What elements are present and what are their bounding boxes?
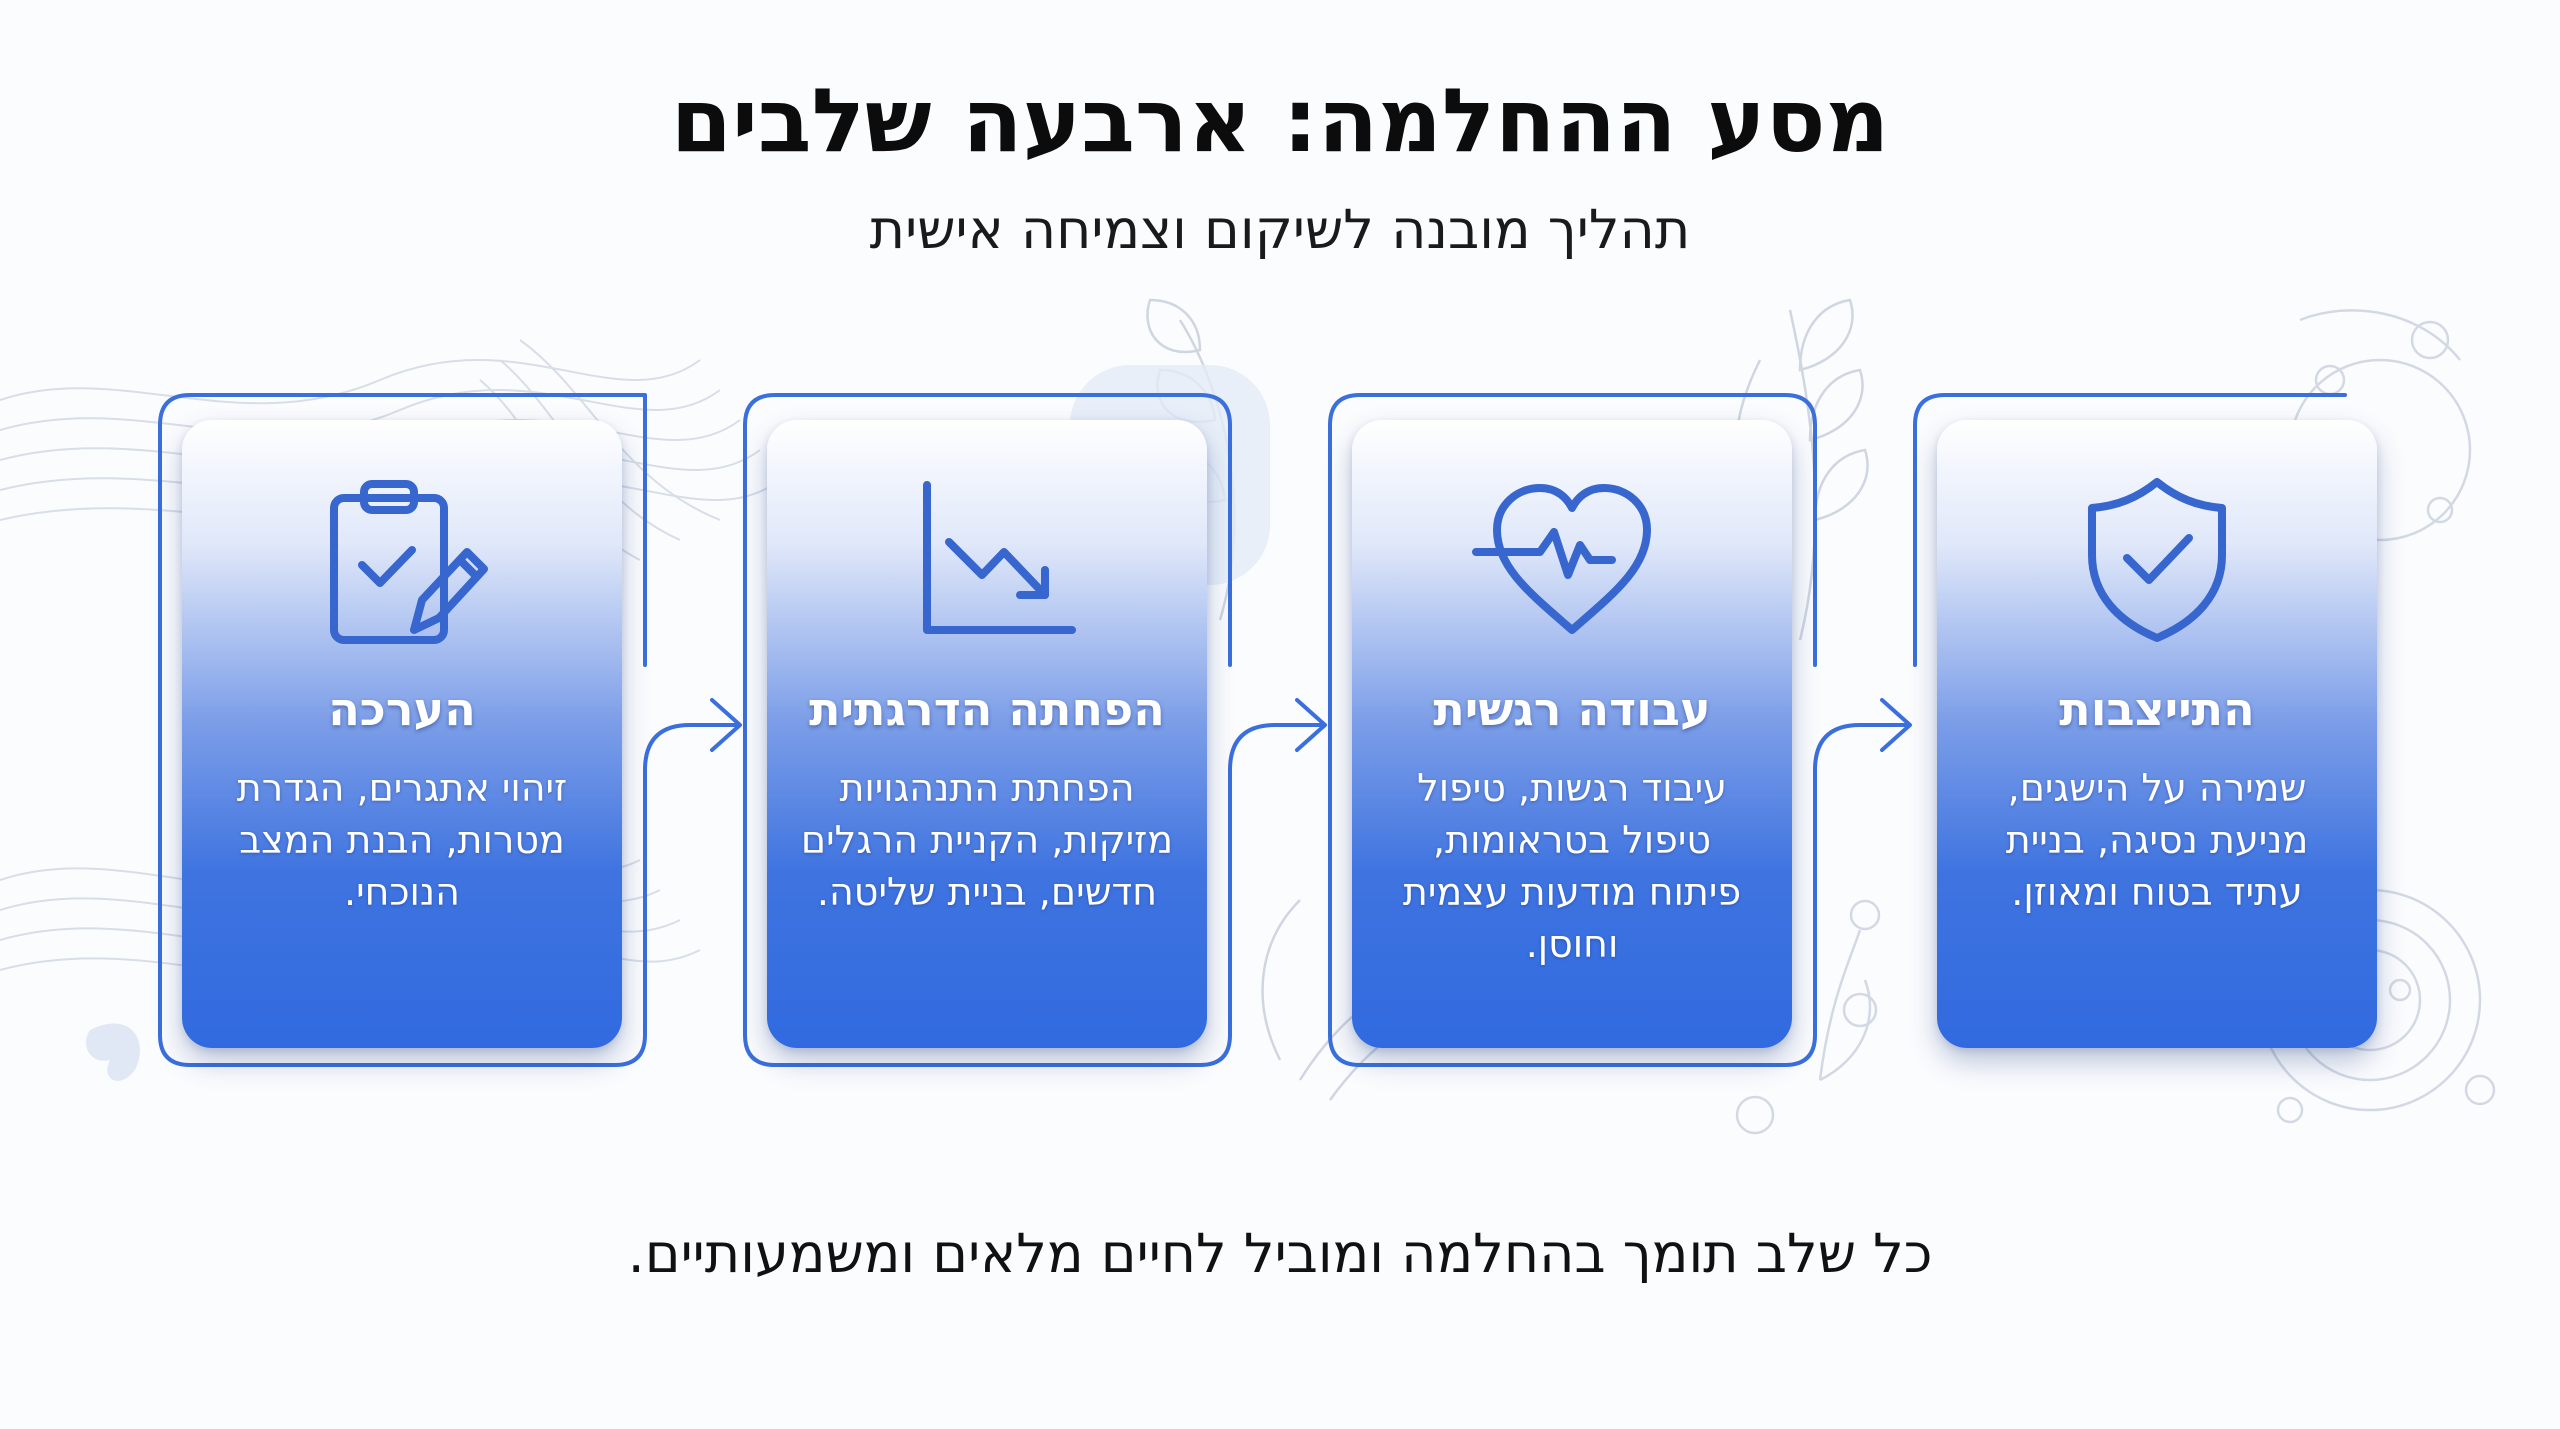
step-title: עבודה רגשית [1433, 682, 1711, 736]
step-description: עיבוד רגשות, טיפול טיפול בטראומות, פיתוח… [1402, 766, 1742, 966]
arrow-head-3 [1880, 698, 1912, 752]
step-description: הפחתת התנהגויות מזיקות, הקניית הרגלים חד… [800, 766, 1174, 914]
page-subtitle: תהליך מובנה לשיקום וצמיחה אישית [869, 198, 1691, 261]
page-title: מסע ההחלמה: ארבעה שלבים [670, 69, 1890, 172]
declining-chart-icon [923, 481, 1076, 634]
arrow-head-2 [1295, 698, 1327, 752]
heart-pulse-icon [1472, 484, 1651, 634]
step-description: זיהוי אתגרים, הגדרת מטרות, הבנת המצב הנו… [236, 766, 568, 914]
footer-text: כל שלב תומך בהחלמה ומוביל לחיים מלאים ומ… [627, 1222, 1933, 1285]
step-title: הערכה [328, 682, 476, 736]
shield-check-icon [2088, 478, 2226, 642]
clipboard-pencil-icon [330, 480, 488, 644]
arrow-head-1 [710, 698, 742, 752]
step-card-reduction: הפחתה הדרגתית הפחתת התנהגויות מזיקות, הק… [767, 420, 1207, 1048]
step-title: התייצבות [2059, 682, 2255, 736]
step-title: הפחתה הדרגתית [809, 682, 1165, 736]
step-card-assessment: הערכה זיהוי אתגרים, הגדרת מטרות, הבנת המ… [182, 420, 622, 1048]
step-description: שמירה על הישגים, מניעת נסיגה, בניית עתיד… [2005, 766, 2309, 914]
step-card-stabilization: התייצבות שמירה על הישגים, מניעת נסיגה, ב… [1937, 420, 2377, 1048]
step-card-emotional: עבודה רגשית עיבוד רגשות, טיפול טיפול בטר… [1352, 420, 1792, 1048]
